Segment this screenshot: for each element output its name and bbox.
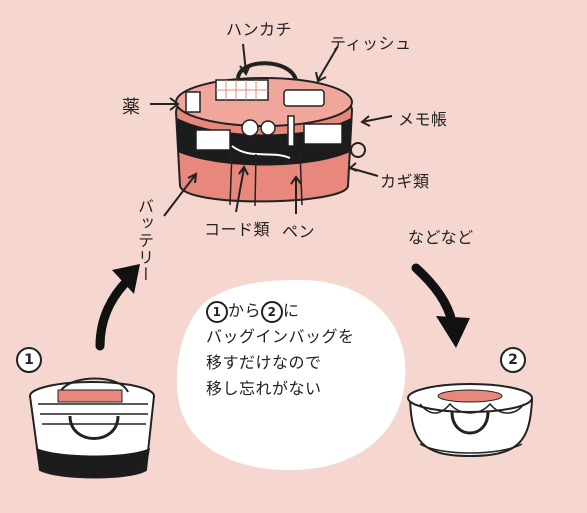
inline-step-1: 1 <box>206 300 228 323</box>
bubble-line-4: 移し忘れがない <box>206 379 322 398</box>
label-kagi: カギ類 <box>380 172 430 191</box>
tote-bag-1 <box>29 377 155 479</box>
medicine-item <box>185 91 201 113</box>
cord-roll-item <box>241 119 259 137</box>
bubble-line-3: 移すだけなので <box>206 353 322 372</box>
pen-item <box>287 115 295 147</box>
bubble-line-2: バッグインバッグを <box>206 327 355 346</box>
label-cord: コード類 <box>204 220 271 239</box>
up-arrow-head <box>112 264 140 294</box>
bag-in-bag-organizer <box>174 61 366 207</box>
battery-item <box>195 129 231 151</box>
label-hankachi: ハンカチ <box>226 20 293 39</box>
tissue-item <box>283 89 325 107</box>
label-tissue: ティッシュ <box>330 34 412 53</box>
side-ring <box>350 142 366 158</box>
bubble-line-1-ni: に <box>283 301 300 320</box>
inline-step-2: 2 <box>261 300 284 323</box>
memo-item <box>303 123 343 145</box>
organizer-handle <box>236 61 298 81</box>
label-battery: バッテリー <box>135 198 154 283</box>
label-pen: ペン <box>282 222 316 241</box>
down-arrow-head <box>436 316 470 348</box>
drawstring-bag-2 <box>407 383 534 458</box>
label-arrows <box>150 43 393 217</box>
down-arrow <box>411 263 457 327</box>
bubble-line-1-kara: から <box>228 301 262 320</box>
label-etc: などなど <box>408 228 474 247</box>
organizer-band <box>177 118 351 166</box>
step-marker-1: 1 <box>16 347 42 373</box>
key-cord <box>231 145 291 159</box>
speech-bubble <box>176 280 406 470</box>
label-kusuri: 薬 <box>122 97 141 118</box>
label-memo: メモ帳 <box>398 110 448 129</box>
step-marker-2: 2 <box>500 347 526 373</box>
up-arrow <box>95 275 133 351</box>
